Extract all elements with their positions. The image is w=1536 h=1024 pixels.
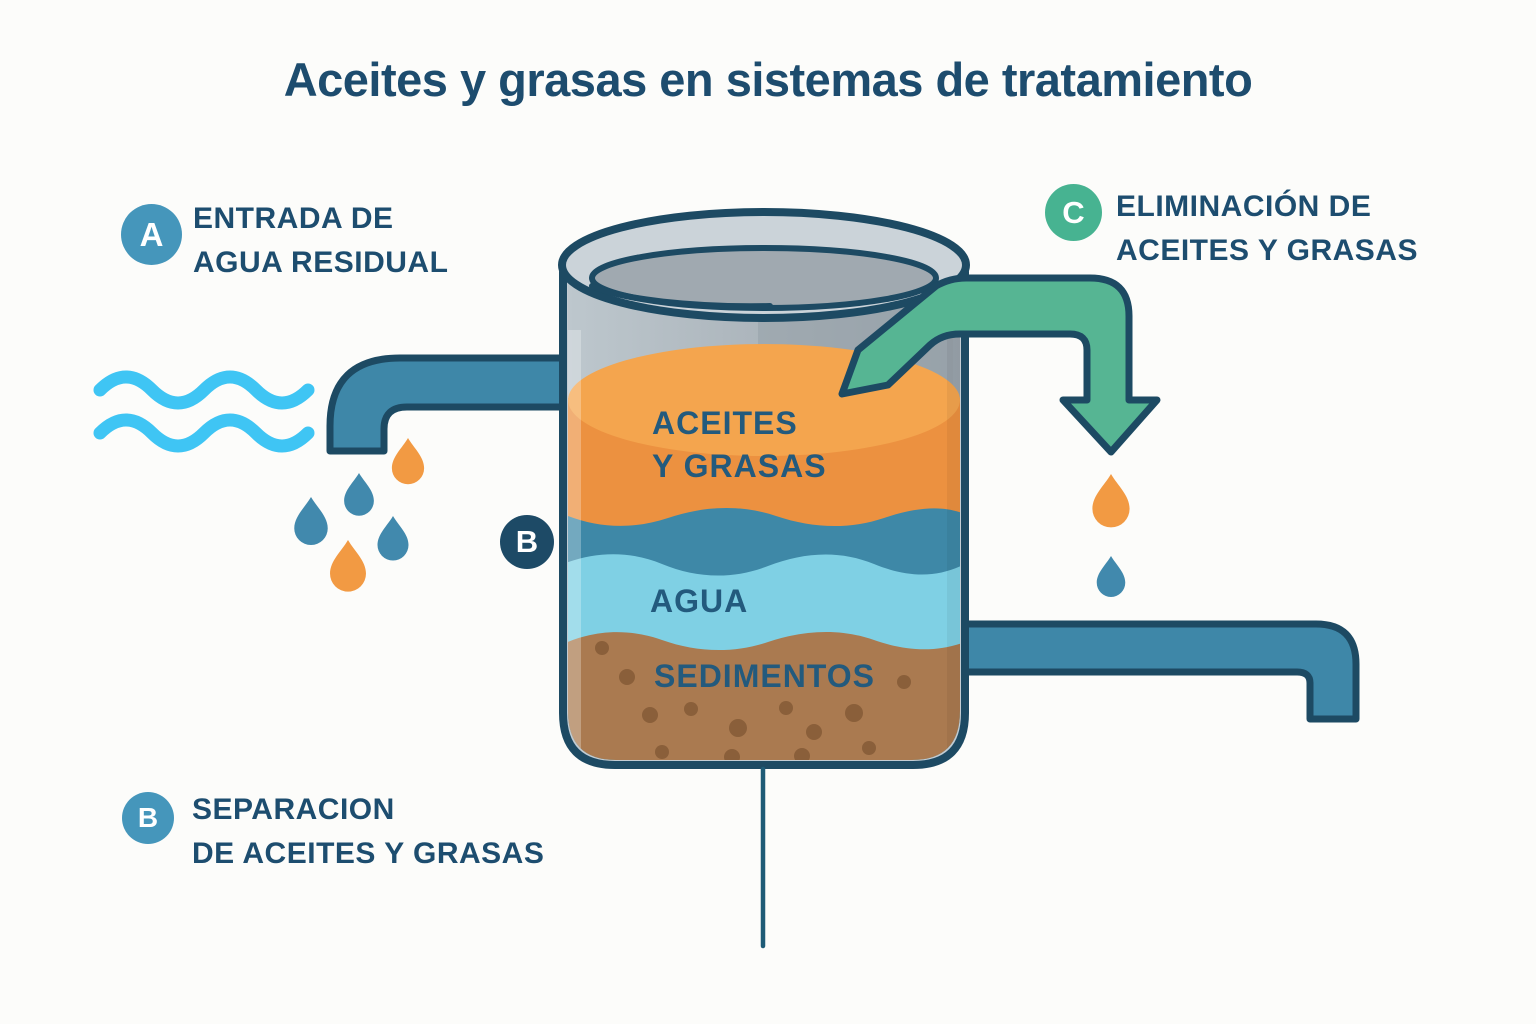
callout-entrada-line1: ENTRADA DE	[193, 202, 394, 235]
water-layer-label: AGUA	[650, 583, 749, 619]
skimmer-down-arrow-icon	[838, 274, 1161, 456]
badge-b: B	[122, 792, 174, 844]
inlet-droplet-icons	[294, 438, 425, 592]
page-title: Aceites y grasas en sistemas de tratamie…	[283, 53, 1253, 106]
callout-entrada: ENTRADA DE AGUA RESIDUAL	[193, 197, 448, 285]
oil-layer-label-line1: ACEITES	[652, 405, 798, 441]
callout-separacion-line2: DE ACEITES Y GRASAS	[192, 837, 545, 870]
callout-separacion: SEPARACION DE ACEITES Y GRASAS	[192, 788, 544, 876]
oil-layer	[568, 344, 960, 533]
water-waves-icon	[93, 370, 315, 453]
callout-eliminacion-line2: ACEITES Y GRASAS	[1116, 234, 1418, 267]
tank-rim	[558, 208, 970, 322]
sediment-dots	[595, 641, 911, 760]
outlet-droplet-icons	[1092, 474, 1130, 597]
sediment-layer	[568, 631, 960, 760]
oil-layer-label-line2: Y GRASAS	[652, 448, 827, 484]
badge-b-marker: B	[500, 515, 554, 569]
callout-eliminacion-line1: ELIMINACIÓN DE	[1116, 190, 1372, 223]
callout-eliminacion: ELIMINACIÓN DE ACEITES Y GRASAS	[1116, 185, 1418, 273]
badge-b-marker-letter: B	[515, 524, 539, 559]
badge-b-letter: B	[137, 802, 159, 833]
badge-c: C	[1045, 184, 1102, 241]
badge-a: A	[121, 204, 182, 265]
callout-separacion-line1: SEPARACION	[192, 793, 395, 826]
sediment-layer-label: SEDIMENTOS	[654, 658, 875, 694]
oil-layer-label: ACEITES Y GRASAS	[652, 402, 827, 488]
outlet-pipe	[946, 620, 1360, 723]
inlet-pipe	[326, 354, 582, 455]
badge-c-letter: C	[1062, 194, 1085, 230]
callout-entrada-line2: AGUA RESIDUAL	[193, 246, 449, 279]
badge-a-letter: A	[139, 215, 164, 253]
